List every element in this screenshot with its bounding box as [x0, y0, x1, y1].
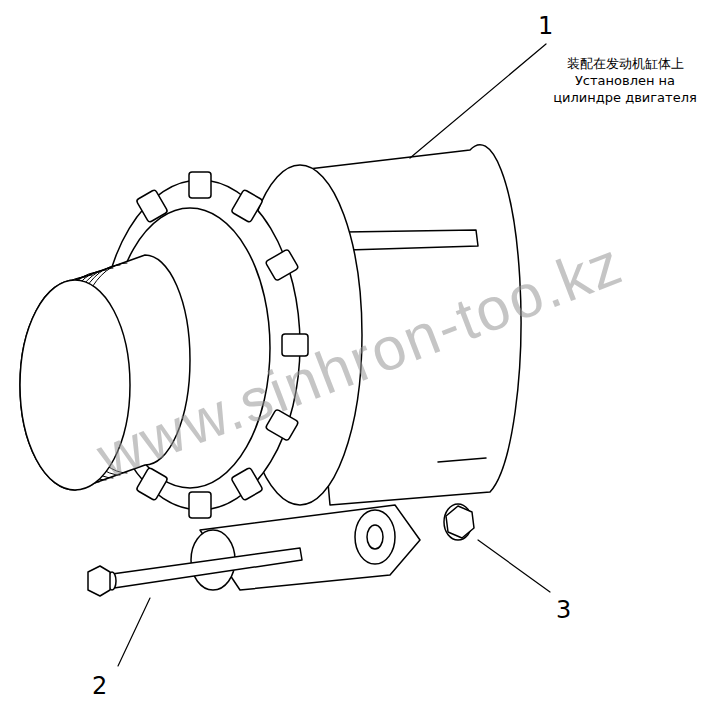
mounting-hole — [367, 525, 383, 549]
housing-edge — [438, 458, 486, 462]
callout-number: 1 — [538, 14, 553, 38]
callout-number: 2 — [92, 674, 107, 698]
nut — [446, 506, 474, 538]
mounting-note: Установлен на цилиндре двигателя — [550, 73, 700, 106]
callout-number: 3 — [556, 598, 571, 622]
through-bolt — [345, 230, 478, 250]
mounting-boss — [355, 510, 395, 564]
bolt-head — [88, 566, 110, 596]
bolt-shaft — [112, 548, 302, 588]
mounting-note: 装配在发动机缸体上 — [550, 56, 700, 72]
